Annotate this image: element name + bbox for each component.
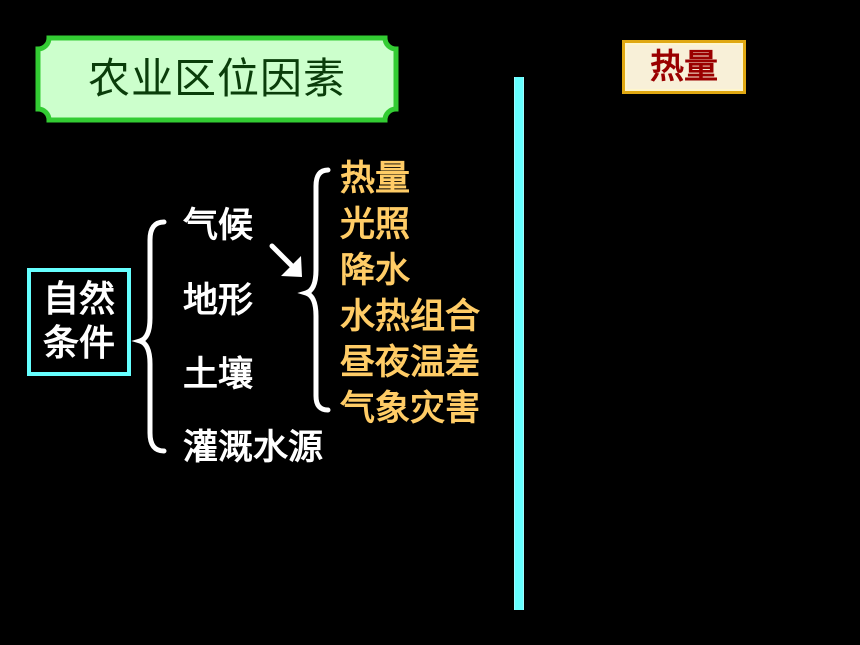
natural-conditions-line2: 条件 (42, 323, 115, 364)
factor-brace (131, 219, 167, 454)
climate-item-sunlight: 光照 (340, 205, 411, 245)
factor-climate: 气候 (183, 206, 254, 246)
climate-item-precipitation: 降水 (340, 251, 411, 291)
arrow-shaft (269, 243, 295, 269)
climate-item-heat: 热量 (340, 159, 411, 199)
climate-item-disasters: 气象灾害 (340, 389, 481, 429)
climate-brace (297, 167, 331, 413)
factor-soil: 土壤 (183, 355, 254, 395)
title-banner: 农业区位因素 (35, 35, 399, 123)
climate-item-diurnal-range: 昼夜温差 (340, 343, 481, 383)
page-title: 农业区位因素 (87, 54, 346, 103)
natural-conditions-box: 自然 条件 (27, 268, 131, 376)
factor-irrigation: 灌溉水源 (183, 428, 324, 468)
vertical-divider (514, 77, 524, 610)
arrow-head (281, 256, 302, 277)
title-banner-frame (35, 35, 399, 123)
tag-label: 热量 (622, 40, 746, 94)
natural-conditions-line1: 自然 (42, 279, 115, 320)
factor-terrain: 地形 (183, 281, 254, 321)
climate-item-water-heat: 水热组合 (340, 297, 481, 337)
